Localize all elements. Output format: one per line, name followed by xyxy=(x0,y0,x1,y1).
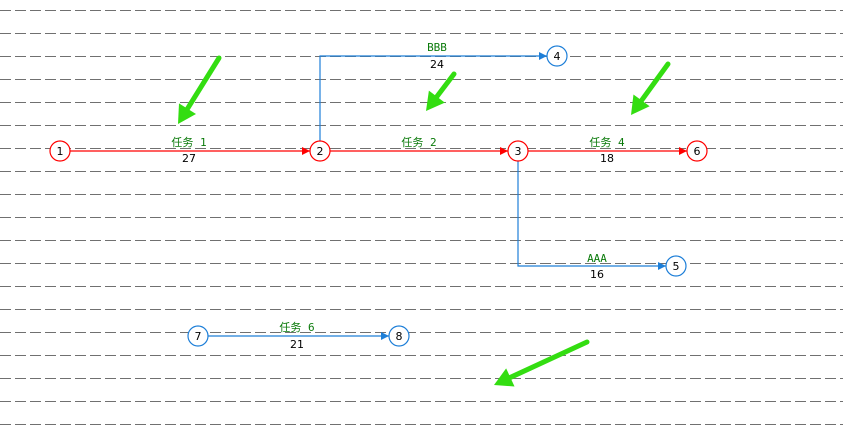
node-6[interactable]: 6 xyxy=(686,140,708,162)
edge-3-6[interactable]: 任务 4 18 xyxy=(528,136,687,165)
annotation-arrow-shaft xyxy=(639,61,671,103)
edge-name-label: 任务 4 xyxy=(589,136,625,149)
annotation-arrow-shaft xyxy=(507,339,590,380)
edge-line[interactable] xyxy=(517,161,666,270)
annotation-arrows xyxy=(178,55,671,387)
edge-2-3[interactable]: 任务 2 xyxy=(330,136,508,155)
node-label: 2 xyxy=(317,145,324,158)
annotation-arrow xyxy=(178,55,222,124)
node-label: 7 xyxy=(195,330,202,343)
edge-1-2[interactable]: 任务 1 27 xyxy=(70,136,310,165)
node-label: 3 xyxy=(515,145,522,158)
grid-lines xyxy=(0,10,843,425)
edge-7-8[interactable]: 任务 6 21 xyxy=(208,321,389,351)
edge-duration-label: 21 xyxy=(290,338,304,351)
node-circle[interactable] xyxy=(665,255,687,277)
edge-duration-label: 18 xyxy=(600,152,614,165)
annotation-arrow-head xyxy=(178,103,196,124)
node-1[interactable]: 1 xyxy=(49,140,71,162)
node-label: 5 xyxy=(673,260,680,273)
annotation-arrow-head xyxy=(631,94,650,115)
annotation-arrow-head xyxy=(494,368,515,387)
node-5[interactable]: 5 xyxy=(665,255,687,277)
node-label: 1 xyxy=(57,145,64,158)
edge-line[interactable] xyxy=(319,52,547,141)
annotation-arrow-shaft xyxy=(434,71,457,100)
edge-name-label: BBB xyxy=(427,41,447,54)
annotation-arrow xyxy=(631,61,671,115)
edge-duration-label: 24 xyxy=(430,58,444,71)
node-circle[interactable] xyxy=(546,45,568,67)
edge-duration-label: 16 xyxy=(590,268,604,281)
node-4[interactable]: 4 xyxy=(546,45,568,67)
node-circle[interactable] xyxy=(49,140,71,162)
node-2[interactable]: 2 xyxy=(309,140,331,162)
edge-duration-label: 27 xyxy=(182,152,196,165)
node-label: 4 xyxy=(554,50,561,63)
edge-name-label: AAA xyxy=(587,252,607,265)
edge-2-4[interactable]: BBB 24 xyxy=(319,41,547,141)
node-label: 6 xyxy=(694,145,701,158)
annotation-arrow xyxy=(494,339,590,387)
nodes: 1 2 3 4 5 6 7 8 xyxy=(49,45,708,347)
node-label: 8 xyxy=(396,330,403,343)
node-circle[interactable] xyxy=(686,140,708,162)
edge-3-5[interactable]: AAA 16 xyxy=(517,161,666,281)
node-circle[interactable] xyxy=(309,140,331,162)
edge-name-label: 任务 2 xyxy=(401,136,436,149)
edge-name-label: 任务 6 xyxy=(279,321,314,334)
node-circle[interactable] xyxy=(187,325,209,347)
node-circle[interactable] xyxy=(388,325,410,347)
annotation-arrow xyxy=(426,71,457,111)
annotation-arrow-shaft xyxy=(184,55,222,112)
annotation-arrow-head xyxy=(426,90,445,111)
edge-name-label: 任务 1 xyxy=(171,136,206,149)
node-8[interactable]: 8 xyxy=(388,325,410,347)
node-7[interactable]: 7 xyxy=(187,325,209,347)
node-circle[interactable] xyxy=(507,140,529,162)
node-3[interactable]: 3 xyxy=(507,140,529,162)
